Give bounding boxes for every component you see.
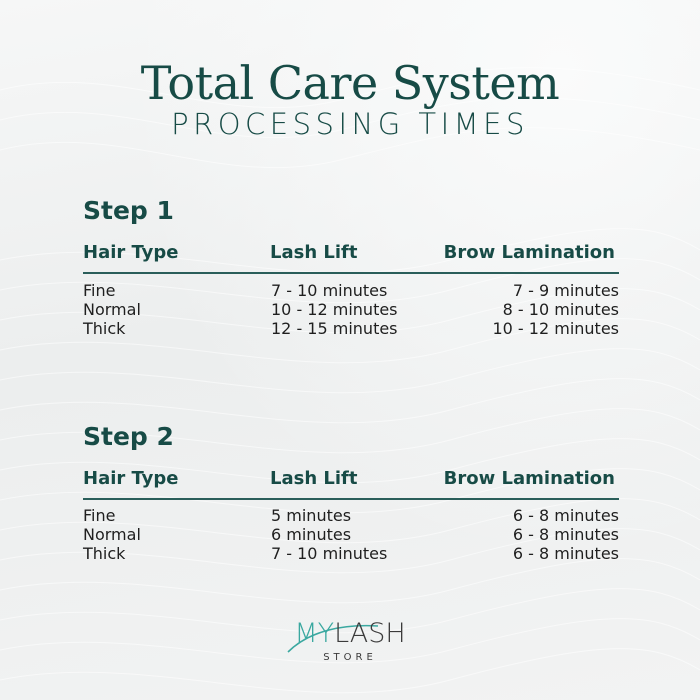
lash-lift-cell: 7 - 10 minutes bbox=[271, 281, 388, 300]
header-lash-lift: Lash Lift bbox=[270, 468, 358, 489]
step-1-title: Step 1 bbox=[83, 196, 174, 225]
header-hair-type: Hair Type bbox=[83, 242, 179, 263]
header-hair-type: Hair Type bbox=[83, 468, 179, 489]
brow-lamination-cell: 10 - 12 minutes bbox=[492, 319, 619, 338]
table-row: Normal 10 - 12 minutes 8 - 10 minutes bbox=[83, 300, 619, 319]
hair-type-cell: Normal bbox=[83, 525, 141, 544]
table-row: Fine 5 minutes 6 - 8 minutes bbox=[83, 506, 619, 525]
hair-type-cell: Fine bbox=[83, 281, 116, 300]
brow-lamination-cell: 7 - 9 minutes bbox=[512, 281, 619, 300]
header-brow-lamination: Brow Lamination bbox=[443, 468, 615, 489]
header-brow-lamination: Brow Lamination bbox=[443, 242, 615, 263]
divider bbox=[83, 498, 619, 500]
hair-type-cell: Thick bbox=[83, 544, 126, 563]
logo-lash: LASH bbox=[334, 618, 406, 649]
logo-store: STORE bbox=[323, 652, 377, 663]
brow-lamination-cell: 6 - 8 minutes bbox=[512, 544, 619, 563]
table-row: Thick 12 - 15 minutes 10 - 12 minutes bbox=[83, 319, 619, 338]
divider bbox=[83, 272, 619, 274]
lash-lift-cell: 7 - 10 minutes bbox=[271, 544, 388, 563]
lash-lift-cell: 12 - 15 minutes bbox=[271, 319, 398, 338]
table-row: Thick 7 - 10 minutes 6 - 8 minutes bbox=[83, 544, 619, 563]
logo-my: MY bbox=[294, 618, 335, 649]
lash-lift-cell: 10 - 12 minutes bbox=[271, 300, 398, 319]
brow-lamination-cell: 6 - 8 minutes bbox=[512, 525, 619, 544]
brand-logo: MYLASH STORE bbox=[270, 618, 430, 668]
page-subtitle: PROCESSING TIMES bbox=[171, 107, 529, 141]
header-lash-lift: Lash Lift bbox=[270, 242, 358, 263]
logo-wordmark: MYLASH bbox=[270, 618, 430, 650]
brow-lamination-cell: 6 - 8 minutes bbox=[512, 506, 619, 525]
table-row: Fine 7 - 10 minutes 7 - 9 minutes bbox=[83, 281, 619, 300]
lash-lift-cell: 5 minutes bbox=[271, 506, 352, 525]
hair-type-cell: Thick bbox=[83, 319, 126, 338]
lash-lift-cell: 6 minutes bbox=[271, 525, 352, 544]
hair-type-cell: Fine bbox=[83, 506, 116, 525]
page-title: Total Care System bbox=[140, 56, 560, 110]
table-row: Normal 6 minutes 6 - 8 minutes bbox=[83, 525, 619, 544]
swoosh-icon bbox=[287, 624, 379, 653]
step-2-title: Step 2 bbox=[83, 422, 174, 451]
brow-lamination-cell: 8 - 10 minutes bbox=[502, 300, 619, 319]
hair-type-cell: Normal bbox=[83, 300, 141, 319]
